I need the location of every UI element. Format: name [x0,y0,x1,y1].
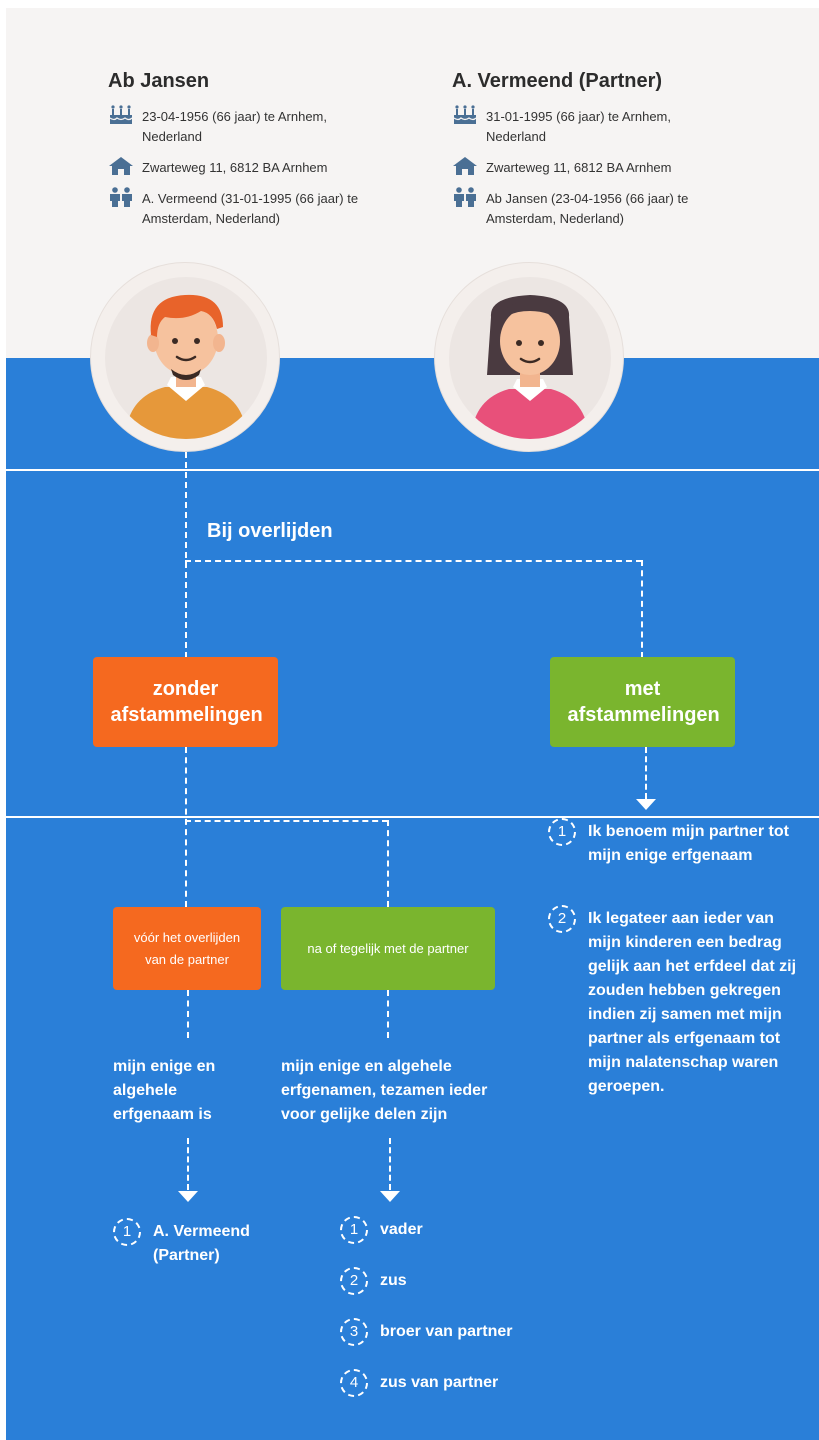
box-with-descendants: met afstammelingen [550,657,735,747]
couple-icon [454,187,476,207]
box-label: na of tegelijk met de partner [307,940,469,956]
birth-row: 23-04-1956 (66 jaar) te Arnhem, Nederlan… [108,105,438,147]
list-item: 1 Ik benoem mijn partner tot mijn enige … [548,818,798,868]
home-icon [453,157,477,175]
connector-line [185,560,642,562]
divider-line [6,469,819,471]
box-before-partner: vóór het overlijden van de partner [113,907,261,990]
birthday-cake-icon [453,105,477,124]
flow-background [6,358,819,1440]
list-item-text: zus van partner [380,1374,499,1391]
divider-line [6,816,819,818]
list-item-text: Ik legateer aan ieder van mijn kinderen … [588,910,797,1095]
person-name: A. Vermeend (Partner) [452,70,663,92]
avatar-a-vermeend [434,262,624,452]
list-item: 2 Ik legateer aan ieder van mijn kindere… [548,905,798,1099]
avatar-ab-jansen [90,262,280,452]
arrow-down-icon [636,799,656,810]
box-label: vóór het overlijden van de partner [133,929,241,967]
address-row: Zwarteweg 11, 6812 BA Arnhem [452,157,782,178]
box-label: met afstammelingen [567,678,720,726]
list-item-text: Ik benoem mijn partner tot mijn enige er… [588,823,789,864]
connector-line [187,1138,189,1190]
birth-text: 23-04-1956 (66 jaar) te Arnhem, Nederlan… [142,109,327,144]
partner-row: A. Vermeend (31-01-1995 (66 jaar) te Ams… [108,187,438,229]
number-badge: 4 [340,1369,368,1397]
person-name: Ab Jansen [108,70,210,92]
home-icon [109,157,133,175]
list-item-text: vader [380,1221,423,1238]
connector-line [389,1138,391,1190]
box-after-partner: na of tegelijk met de partner [281,907,495,990]
person-card-a-vermeend: A. Vermeend (Partner) 31-01-1995 (66 jaa… [452,70,782,240]
box-without-descendants: zonder afstammelingen [93,657,278,747]
number-badge: 1 [340,1216,368,1244]
list-item: 2 zus [340,1267,540,1295]
list-item: 4 zus van partner [340,1369,540,1397]
address-text: Zwarteweg 11, 6812 BA Arnhem [142,160,328,175]
heirs-text: mijn enige en algehele erfgenamen, tezam… [281,1058,488,1123]
partner-text: Ab Jansen (23-04-1956 (66 jaar) te Amste… [486,191,689,226]
partner-row: Ab Jansen (23-04-1956 (66 jaar) te Amste… [452,187,782,229]
birthday-cake-icon [109,105,133,124]
connector-line [185,820,388,822]
connector-line [187,990,189,1038]
partner-text: A. Vermeend (31-01-1995 (66 jaar) te Ams… [142,191,359,226]
list-item: 1 A. Vermeend (Partner) [113,1218,273,1268]
list-item-text: A. Vermeend (Partner) [153,1223,250,1264]
list-item-text: broer van partner [380,1323,513,1340]
number-badge: 1 [548,818,576,846]
arrow-down-icon [380,1191,400,1202]
connector-line [645,747,647,799]
person-card-ab-jansen: Ab Jansen 23-04-1956 (66 jaar) te Arnhem… [108,70,438,240]
arrow-down-icon [178,1191,198,1202]
address-text: Zwarteweg 11, 6812 BA Arnhem [486,160,672,175]
female-avatar-icon [471,295,589,439]
connector-line [387,990,389,1038]
flow-heading: Bij overlijden [207,520,333,542]
sole-heir-text: mijn enige en algehele erfgenaam is [113,1058,216,1123]
number-badge: 2 [548,905,576,933]
number-badge: 2 [340,1267,368,1295]
connector-line [185,747,187,907]
connector-line [387,820,389,907]
list-item: 1 vader [340,1216,540,1244]
list-item-text: zus [380,1272,407,1289]
connector-line [185,452,187,658]
number-badge: 3 [340,1318,368,1346]
birth-text: 31-01-1995 (66 jaar) te Arnhem, Nederlan… [486,109,671,144]
box-label: zonder afstammelingen [110,678,263,726]
connector-line [641,560,643,658]
couple-icon [110,187,132,207]
male-avatar-icon [125,294,247,439]
list-item: 3 broer van partner [340,1318,540,1346]
birth-row: 31-01-1995 (66 jaar) te Arnhem, Nederlan… [452,105,782,147]
number-badge: 1 [113,1218,141,1246]
address-row: Zwarteweg 11, 6812 BA Arnhem [108,157,438,178]
